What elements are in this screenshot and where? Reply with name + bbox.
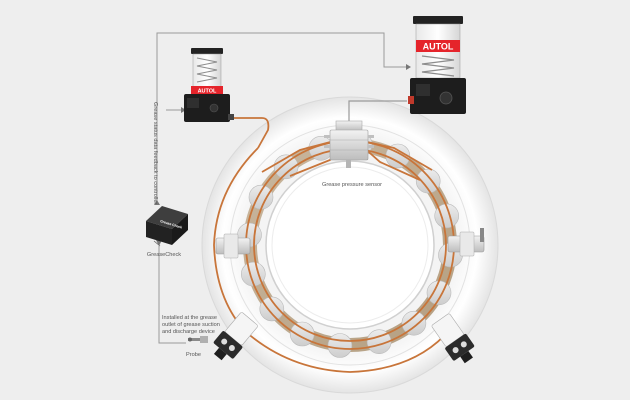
feedback-signal-line bbox=[156, 32, 406, 205]
grease-line-outer-bottom bbox=[245, 331, 445, 373]
probe bbox=[188, 336, 208, 343]
roller bbox=[434, 203, 460, 229]
roller bbox=[241, 261, 266, 287]
pump-left-brand-band bbox=[191, 86, 223, 94]
install-note-line-2: outlet of grease suction bbox=[162, 322, 220, 328]
signal-arrow-probe bbox=[156, 240, 162, 246]
probe-signal-line bbox=[158, 246, 186, 344]
side-mount-left bbox=[215, 233, 251, 259]
greasecheck-label: GreaseCheck bbox=[147, 252, 181, 258]
inner-bore bbox=[271, 166, 429, 324]
pump-right: AUTOL bbox=[408, 16, 466, 114]
roller bbox=[415, 168, 441, 194]
feedback-label: Grease status data feedback to controlle… bbox=[152, 102, 158, 204]
install-note-line-3: and discharge device bbox=[162, 329, 215, 335]
pump-feed-line bbox=[348, 100, 407, 124]
signal-arrow-left-pump bbox=[181, 107, 186, 113]
grease-main-line-left bbox=[232, 117, 270, 149]
roller bbox=[289, 321, 315, 347]
right-pump-feed bbox=[348, 100, 407, 124]
signal-lines bbox=[156, 32, 406, 344]
roller bbox=[248, 184, 274, 210]
signal-arrow-right-pump bbox=[406, 64, 411, 70]
roller bbox=[327, 333, 353, 358]
progressive-distributor bbox=[324, 120, 374, 168]
roller bbox=[401, 310, 427, 336]
grease-branch-3 bbox=[357, 139, 433, 171]
pump-right-brand: AUTOL bbox=[423, 42, 454, 52]
grease-line-outer-left bbox=[213, 147, 259, 333]
pump-left-brand: AUTOL bbox=[198, 88, 217, 94]
suction-discharge-device-right bbox=[431, 313, 475, 364]
roller bbox=[366, 329, 392, 355]
pressure-sensor-icon bbox=[346, 160, 351, 168]
probe-label: Probe bbox=[186, 352, 201, 358]
install-note-line-1: Installed at the grease bbox=[162, 315, 217, 321]
greasecheck-device-tag: Grease Check bbox=[160, 219, 183, 229]
pump-left: AUTOL bbox=[184, 48, 234, 122]
pressure-sensor-label: Grease pressure sensor bbox=[322, 182, 382, 188]
roller bbox=[426, 280, 452, 306]
side-mount-right bbox=[447, 228, 485, 257]
roller bbox=[259, 296, 285, 322]
suction-discharge-device-left bbox=[213, 312, 258, 361]
pump-right-brand-band bbox=[416, 40, 460, 52]
greasecheck-device: Grease Check bbox=[146, 206, 188, 247]
signal-arrow-greasecheck bbox=[154, 200, 160, 205]
grease-branch-1 bbox=[261, 139, 339, 173]
